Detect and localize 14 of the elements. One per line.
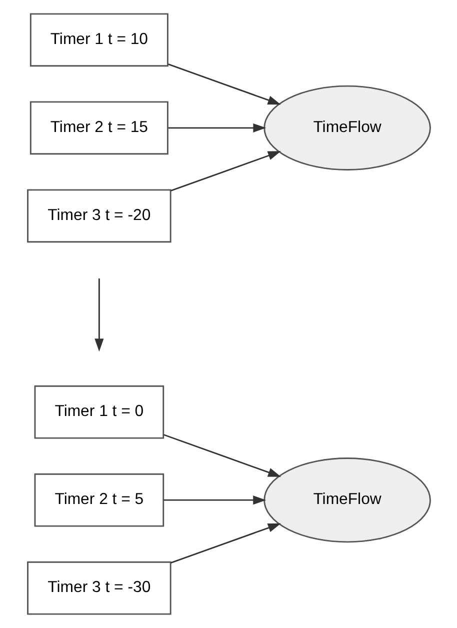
node-box: Timer 3 t = -30 (26, 561, 171, 615)
node-box: Timer 1 t = 0 (34, 385, 164, 439)
node-box: Timer 2 t = 5 (34, 473, 164, 527)
arrow (170, 151, 280, 192)
node-ellipse: TimeFlow (263, 85, 430, 170)
node-box: Timer 2 t = 15 (29, 101, 168, 155)
arrow (170, 523, 280, 564)
arrow (168, 123, 266, 132)
node-ellipse: TimeFlow (263, 458, 430, 543)
node-box: Timer 3 t = -20 (26, 189, 171, 243)
arrow (163, 434, 281, 477)
arrow (168, 64, 280, 105)
node-box: Timer 1 t = 10 (29, 13, 168, 67)
arrow (163, 496, 266, 505)
